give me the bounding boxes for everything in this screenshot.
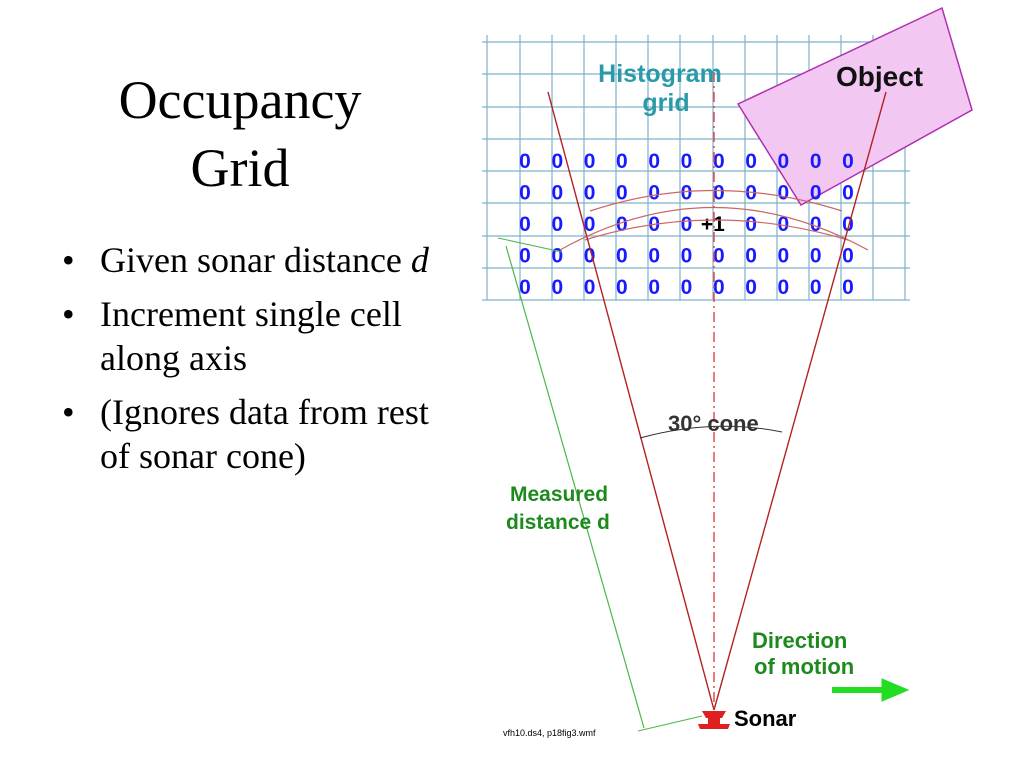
grid-cell: 0 [681,150,693,173]
cone-left-edge [547,91,715,711]
grid-cell: 0 [616,276,628,299]
range-arc [584,219,849,241]
grid-cell: 0 [810,276,822,299]
grid-cell: 0 [584,182,596,205]
grid-cell: 0 [551,276,563,299]
grid-cell: 0 [519,213,531,236]
grid-cell: 0 [551,245,563,268]
grid-cell: 0 [616,213,628,236]
grid-cell: 0 [842,182,854,205]
histogram-label-line-1: Histogram [598,60,722,88]
grid-cell: 0 [778,150,790,173]
object-label: Object [836,61,923,92]
grid-cell: 0 [648,150,660,173]
grid-cell: 0 [778,182,790,205]
grid-cell: 0 [810,150,822,173]
direction-label-line-1: Direction [752,628,847,653]
bullet-text: Increment single cell along axis [100,294,402,378]
grid-cell: 0 [810,182,822,205]
range-arc [589,189,843,212]
sonar-label: Sonar [734,706,797,731]
direction-label-line-2: of motion [754,654,854,679]
bullet-item: Increment single cell along axis [62,292,462,380]
grid-cell: 0 [681,245,693,268]
bullet-text: (Ignores data from rest of sonar cone) [100,392,429,476]
grid-cell: 0 [810,213,822,236]
grid-cell: 0 [842,150,854,173]
grid-cell: 0 [713,182,725,205]
histogram-label-line-2: grid [642,89,689,117]
cone-right-edge [713,91,887,711]
direction-arrow-icon [832,678,910,702]
grid-cell: 0 [519,150,531,173]
grid-cell: 0 [842,213,854,236]
bullet-item: (Ignores data from rest of sonar cone) [62,390,462,478]
cone-label: 30° cone [668,411,759,436]
measured-distance-tick-bottom [637,715,703,732]
slide-title: Occupancy Grid [60,66,420,202]
grid-cell: 0 [551,182,563,205]
measured-distance-tick-top [497,237,563,253]
grid-cell: 0 [584,276,596,299]
slide-title-line-1: Occupancy [118,70,362,130]
grid-cell: 0 [519,182,531,205]
grid-cell: 0 [648,245,660,268]
grid-cell: 0 [648,182,660,205]
grid-cell: 0 [681,213,693,236]
object-box [736,6,973,207]
grid-cell: 0 [584,245,596,268]
grid-cell: 0 [778,245,790,268]
grid-cell: 0 [551,150,563,173]
grid-cell: 0 [778,276,790,299]
source-caption: vfh10.ds4, p18fig3.wmf [503,728,596,738]
grid-cell: 0 [616,182,628,205]
grid-cell-increment: +1 [701,213,725,236]
grid-cell: 0 [778,213,790,236]
bullet-list: Given sonar distance d Increment single … [62,238,462,488]
bullet-item: Given sonar distance d [62,238,462,282]
grid-cell: 0 [745,182,757,205]
grid-cell: 0 [745,150,757,173]
bullet-emphasis: d [410,240,429,280]
grid-cell: 0 [713,276,725,299]
grid-cell: 0 [810,245,822,268]
grid-cell: 0 [584,213,596,236]
grid-cell: 0 [551,213,563,236]
slide-title-line-2: Grid [190,138,290,198]
grid-cell: 0 [648,276,660,299]
grid-cell: 0 [745,245,757,268]
measured-distance-line [505,245,645,729]
grid-cell: 0 [713,150,725,173]
grid-cell: 0 [713,245,725,268]
cone-angle-arc [639,425,783,439]
measured-label-line-1: Measured [510,483,608,506]
grid-cell: 0 [519,245,531,268]
grid-cell: 0 [519,276,531,299]
sonar-icon [698,711,730,729]
grid-cell: 0 [616,245,628,268]
grid-cell: 0 [616,150,628,173]
grid-cell: 0 [842,276,854,299]
grid-cell: 0 [584,150,596,173]
grid-cell: 0 [842,245,854,268]
grid-cell: 0 [681,276,693,299]
measured-label-line-2: distance d [506,511,610,534]
grid-cell: 0 [745,213,757,236]
grid-cell: 0 [681,182,693,205]
bullet-text: Given sonar distance [100,240,411,280]
grid-cell: 0 [745,276,757,299]
